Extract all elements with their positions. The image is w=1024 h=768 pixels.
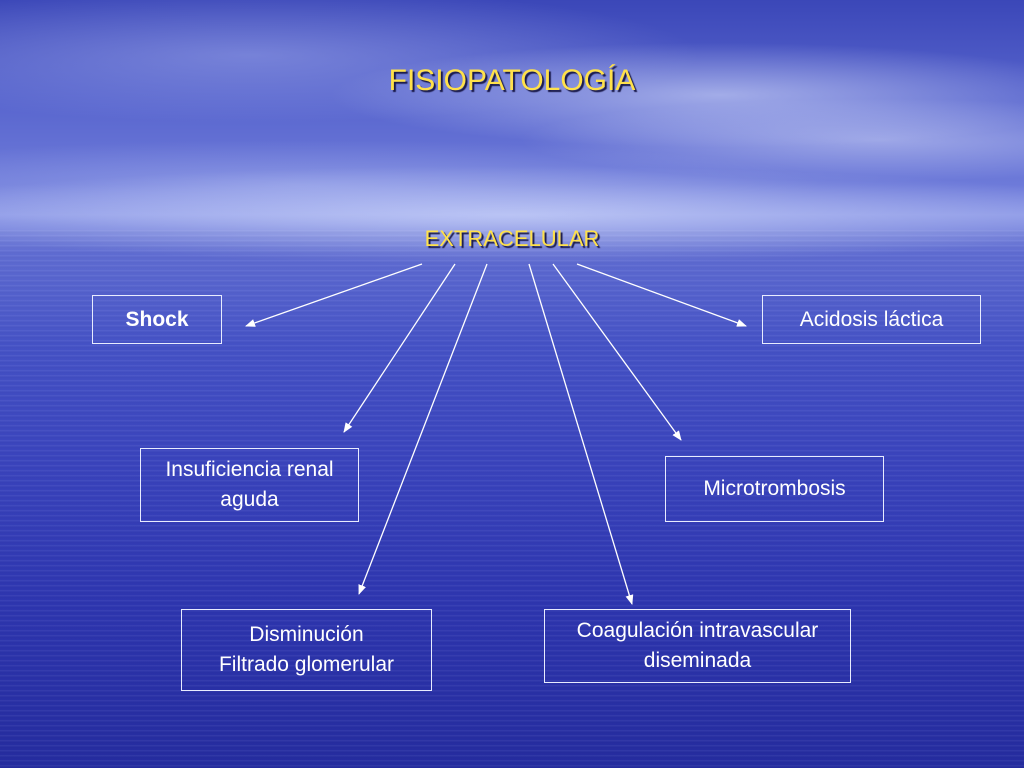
arrow-to-insuficiencia <box>343 263 456 433</box>
node-insuficiencia-renal: Insuficiencia renal aguda <box>140 448 359 522</box>
arrow-to-disminucion <box>358 263 488 595</box>
node-acidosis-lactica: Acidosis láctica <box>762 295 981 344</box>
node-coagulacion-intravascular: Coagulación intravascular diseminada <box>544 609 851 683</box>
node-shock: Shock <box>92 295 222 344</box>
arrow-to-microtrombosis <box>552 263 682 441</box>
node-microtrombosis: Microtrombosis <box>665 456 884 522</box>
arrow-to-coagulacion <box>528 263 634 605</box>
arrow-to-shock <box>245 263 423 327</box>
arrow-to-acidosis <box>576 263 747 327</box>
diagram-root-label: EXTRACELULAR <box>424 226 600 251</box>
node-disminucion-filtrado: Disminución Filtrado glomerular <box>181 609 432 691</box>
page-title: FISIOPATOLOGÍA <box>388 64 636 97</box>
